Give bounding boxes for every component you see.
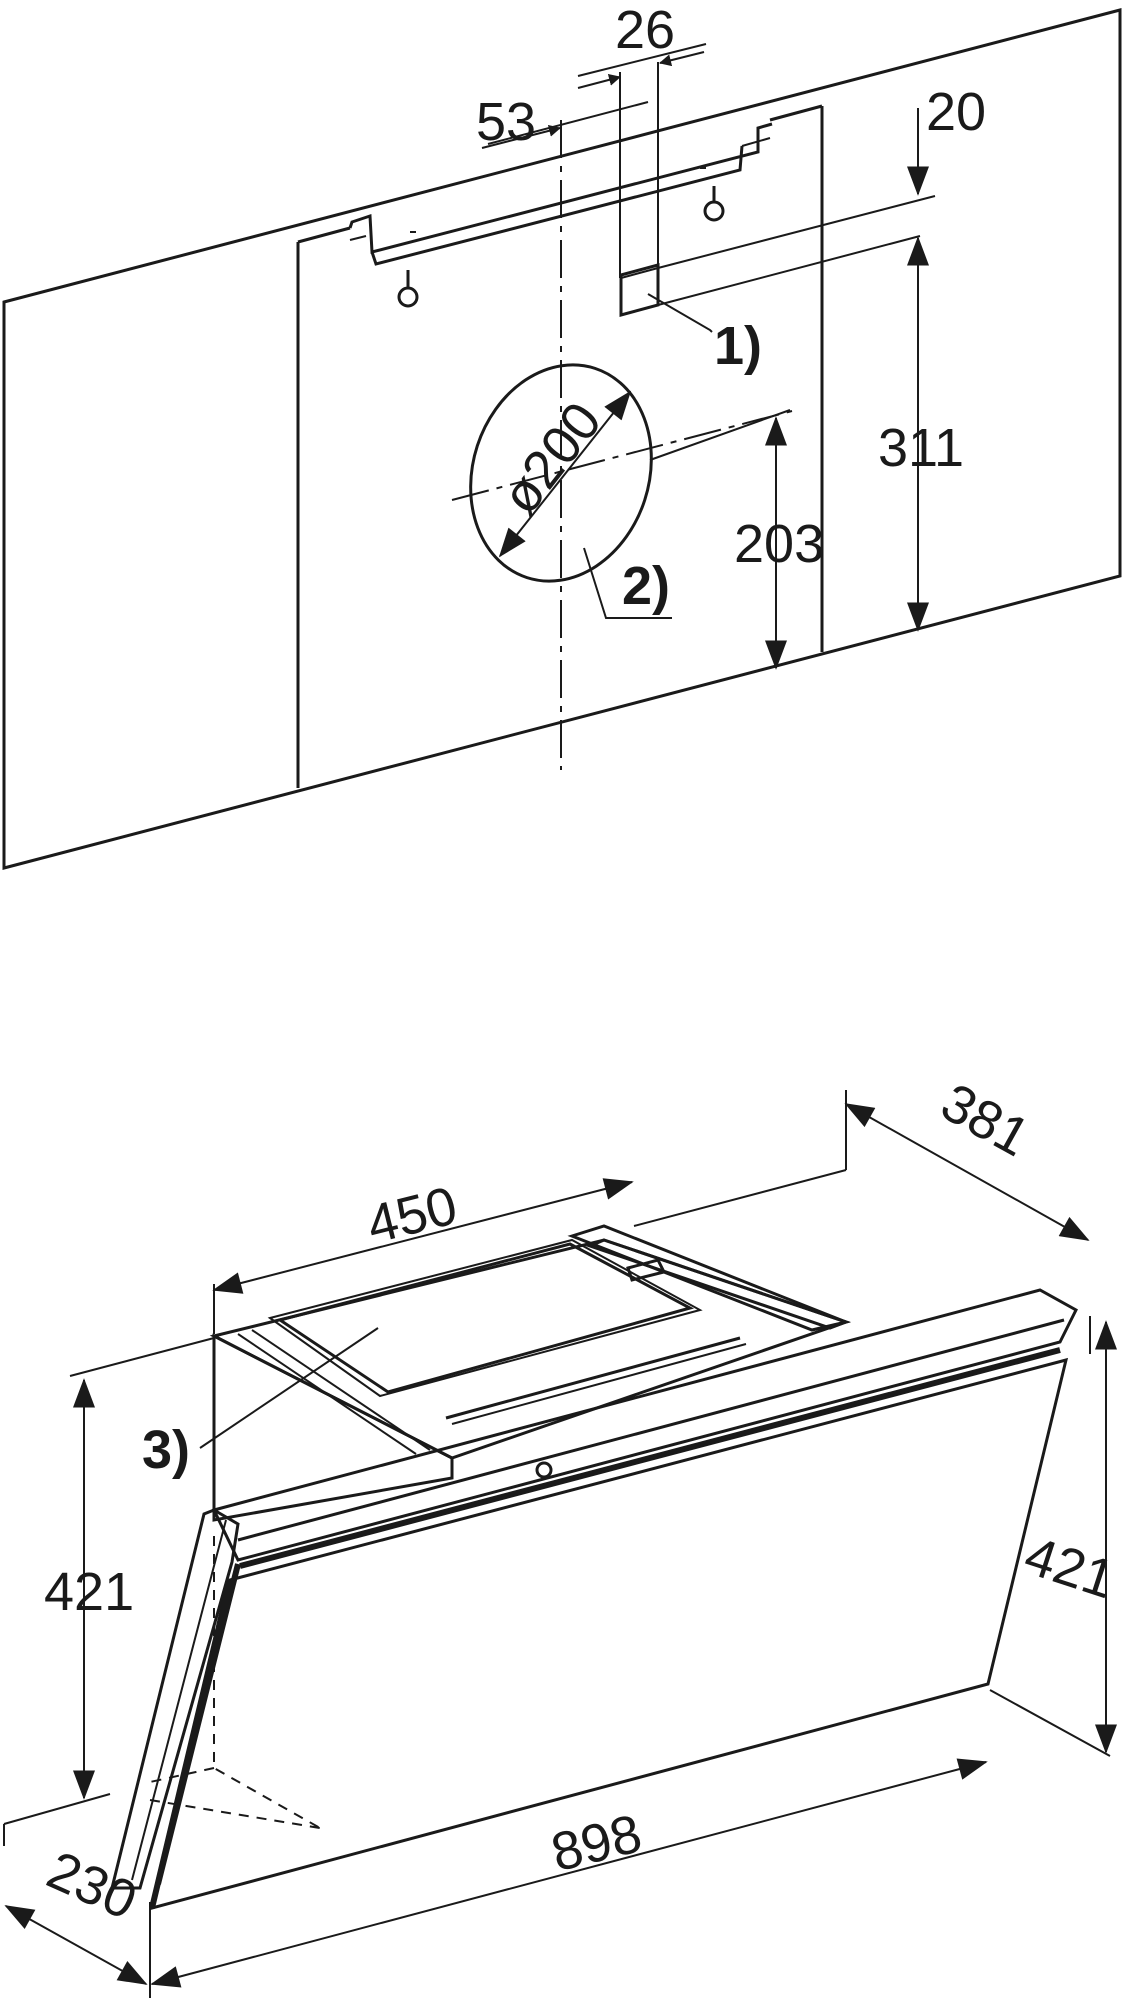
callout-1-label: 1) xyxy=(714,316,762,376)
callout-2-label: 2) xyxy=(622,556,670,616)
duct-opening xyxy=(469,363,653,583)
mounting-template xyxy=(296,104,824,788)
dim-line-diameter xyxy=(498,390,632,558)
wall-mounting-view: 53 26 20 311 203 ø200 1) 2) xyxy=(2,0,1122,870)
keyhole-icon xyxy=(397,270,419,308)
dim-203-label: 203 xyxy=(734,514,824,574)
dim-line-381 xyxy=(844,1103,1090,1241)
keyhole-icon xyxy=(703,186,725,222)
dim-230-label: 230 xyxy=(39,1840,146,1931)
dim-line-26-left xyxy=(577,73,621,89)
rail-detail xyxy=(349,137,771,241)
glass-top-edge xyxy=(239,1347,1061,1569)
control-strip xyxy=(211,1288,1078,1562)
mounting-rail xyxy=(348,122,773,266)
top-left-rail xyxy=(251,1329,431,1451)
dim-311-label: 311 xyxy=(878,418,964,478)
control-strip-edge xyxy=(237,1318,1065,1542)
dim-line-53 xyxy=(481,124,561,149)
dim-381-label: 381 xyxy=(931,1072,1039,1168)
extension-lines xyxy=(487,43,936,461)
callout-3-leader xyxy=(199,1327,379,1449)
filter-frame xyxy=(267,1238,703,1398)
top-left-rail-2 xyxy=(237,1333,417,1455)
wall-panel xyxy=(2,8,1122,870)
filter-slot xyxy=(445,1336,741,1420)
dim-53-label: 53 xyxy=(476,92,536,152)
dim-line-230 xyxy=(4,1905,148,1985)
top-flange xyxy=(585,1238,851,1330)
filter-slot-inner xyxy=(451,1343,747,1425)
dim-diameter-label: ø200 xyxy=(490,391,613,525)
dim-450-label: 450 xyxy=(361,1175,463,1255)
dim-898-label: 898 xyxy=(546,1803,648,1883)
callout-1-leader xyxy=(647,293,713,333)
dim-line-26-right xyxy=(659,51,705,67)
appliance-view: 450 381 421 421 898 230 3) xyxy=(3,1072,1122,1998)
side-frame-shadow xyxy=(155,1563,241,1885)
dim-26-label: 26 xyxy=(615,0,675,60)
dim-421-left-label: 421 xyxy=(44,1562,134,1622)
side-frame xyxy=(110,1508,240,1890)
dim-20-label: 20 xyxy=(926,82,986,142)
power-button-icon[interactable] xyxy=(535,1461,553,1479)
side-frame-inner xyxy=(131,1519,227,1881)
dim-line-898 xyxy=(150,1758,988,1988)
dim-line-450 xyxy=(212,1178,634,1294)
callout-2-leader xyxy=(583,547,672,619)
callout-3-label: 3) xyxy=(142,1420,190,1480)
socket-box-shade xyxy=(620,267,659,279)
